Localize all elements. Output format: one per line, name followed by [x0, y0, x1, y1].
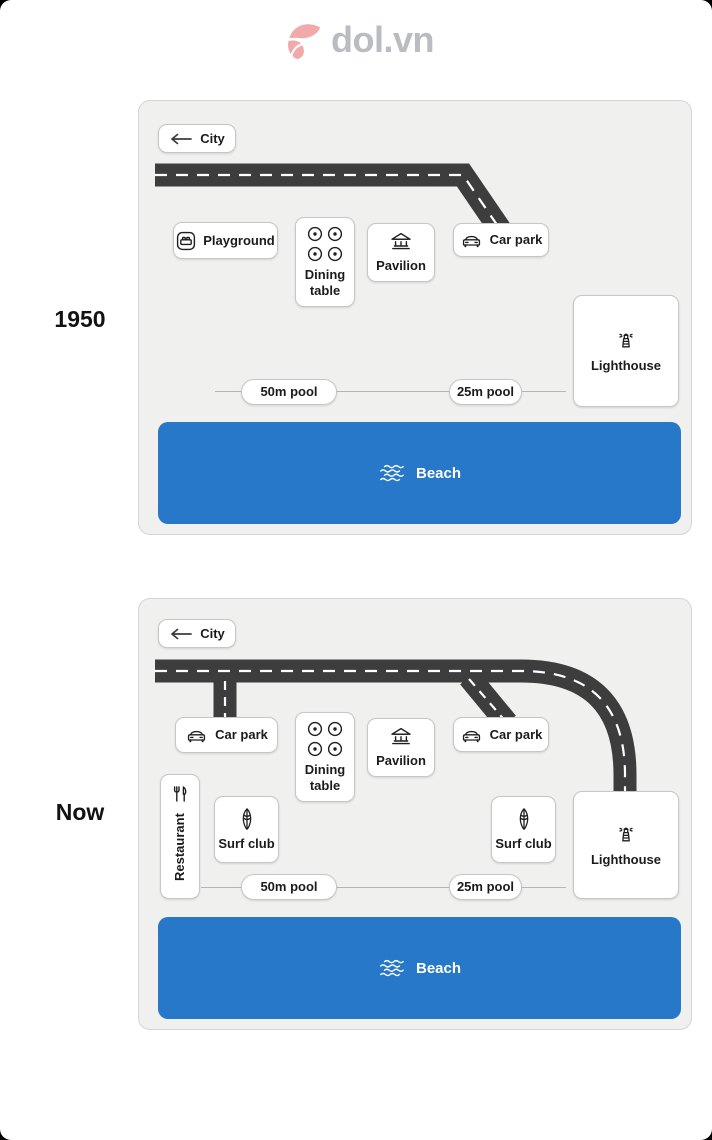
lighthouse-icon: [619, 827, 633, 842]
dining-table-label: Dining table: [304, 266, 346, 298]
restaurant-card-now: Restaurant: [160, 774, 200, 899]
roads-1950: [155, 163, 518, 248]
pool-50m-card-1950: 50m pool: [241, 379, 337, 405]
pavilion-card-1950: Pavilion: [367, 223, 435, 282]
road-centerline: [155, 173, 509, 242]
road-centerline: [155, 669, 627, 795]
dining-table-card-now: Dining table: [295, 712, 355, 802]
car-park-label: Car park: [489, 232, 543, 248]
pool-25m-label: 25m pool: [456, 384, 515, 400]
pavilion-label: Pavilion: [376, 258, 426, 274]
pool-lane-line-1950: [215, 391, 566, 392]
surf-club-label: Surf club: [495, 836, 552, 852]
pavilion-card-now: Pavilion: [367, 718, 435, 777]
pavilion-icon: [391, 728, 411, 745]
waves-icon: [380, 464, 404, 482]
car-park-right-card-now: Car park: [453, 717, 549, 752]
era-label-now: Now: [55, 799, 105, 825]
surfboard-icon: [242, 808, 251, 831]
table-icon: [327, 741, 343, 757]
roads-now: [155, 659, 637, 795]
pavilion-icon: [391, 233, 411, 250]
pavilion-label: Pavilion: [376, 753, 426, 769]
playground-label: Playground: [203, 232, 275, 248]
car-park-label: Car park: [215, 727, 268, 743]
city-label: City: [200, 130, 225, 146]
city-direction-1950: City: [158, 124, 236, 153]
dining-table-label: Dining table: [304, 761, 346, 793]
map-panel-1950: City Playground Dining table Pavilion Ca…: [138, 100, 692, 535]
surf-club-label: Surf club: [218, 836, 275, 852]
car-park-card-1950: Car park: [453, 223, 549, 257]
dining-tables-icon: [307, 721, 343, 757]
lighthouse-label: Lighthouse: [590, 851, 662, 867]
car-park-left-card-now: Car park: [175, 717, 278, 753]
dining-tables-icon: [307, 226, 343, 262]
toy-brick-icon: [177, 231, 196, 250]
car-icon: [462, 730, 481, 742]
pool-50m-card-now: 50m pool: [241, 874, 337, 900]
pool-50m-label: 50m pool: [260, 879, 318, 895]
pool-25m-card-now: 25m pool: [449, 874, 522, 900]
car-icon: [187, 730, 206, 743]
car-icon: [462, 235, 481, 248]
car-park-label: Car park: [489, 726, 543, 742]
beach-area-1950: Beach: [158, 422, 681, 524]
pool-25m-label: 25m pool: [456, 879, 515, 895]
dining-table-card-1950: Dining table: [295, 217, 355, 307]
table-icon: [327, 246, 343, 262]
table-icon: [307, 226, 323, 242]
surf-club-right-card-now: Surf club: [491, 796, 556, 863]
table-icon: [307, 741, 323, 757]
era-label-1950: 1950: [54, 306, 106, 332]
playground-card-1950: Playground: [173, 222, 278, 259]
city-label: City: [200, 625, 225, 641]
left-arrow-icon: [171, 133, 193, 144]
beach-area-now: Beach: [158, 917, 681, 1019]
lighthouse-label: Lighthouse: [590, 357, 662, 373]
restaurant-label: Restaurant: [172, 813, 188, 881]
road-branch-right-centerline: [468, 678, 508, 724]
pool-lane-line-now: [201, 887, 566, 888]
lighthouse-card-1950: Lighthouse: [573, 295, 679, 407]
beach-label: Beach: [415, 464, 462, 482]
brand-name: dol.vn: [331, 19, 435, 60]
fork-knife-icon: [173, 786, 187, 802]
brand-logo: dol.vn: [0, 12, 712, 68]
table-icon: [327, 721, 343, 737]
map-panel-now: City Car park Dining table Pavilion Car …: [138, 598, 692, 1030]
lighthouse-card-now: Lighthouse: [573, 791, 679, 899]
surf-club-left-card-now: Surf club: [214, 796, 279, 863]
table-icon: [327, 226, 343, 242]
table-icon: [307, 721, 323, 737]
pool-25m-card-1950: 25m pool: [449, 379, 522, 405]
waves-icon: [380, 959, 404, 977]
beach-label: Beach: [415, 959, 462, 977]
dol-logo-icon: [288, 24, 321, 60]
left-arrow-icon: [171, 628, 193, 639]
lighthouse-icon: [619, 333, 633, 348]
surfboard-icon: [519, 808, 528, 831]
table-icon: [307, 246, 323, 262]
city-direction-now: City: [158, 619, 236, 648]
pool-50m-label: 50m pool: [260, 384, 318, 400]
